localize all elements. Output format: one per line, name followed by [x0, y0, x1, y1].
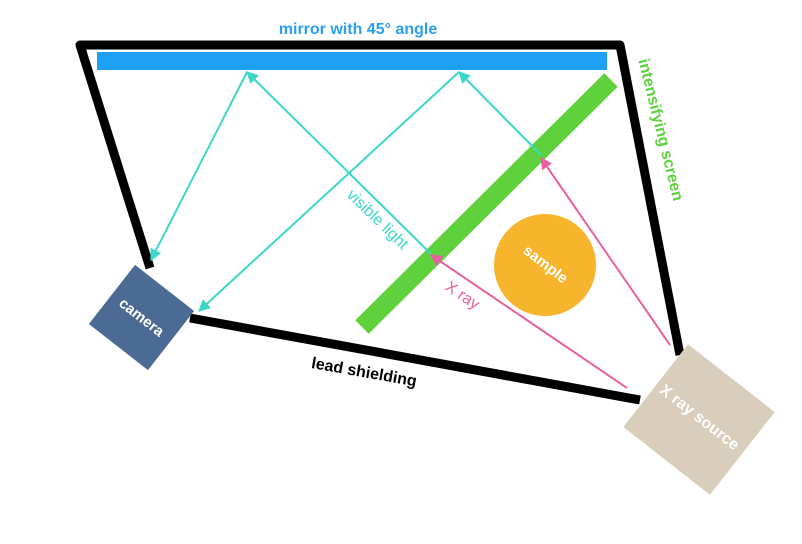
- x-ray-beam-upper: [540, 157, 671, 346]
- mirror-label: mirror with 45° angle: [279, 21, 438, 38]
- visible-light-ray-2-up: [458, 71, 542, 156]
- lead-shielding-bottom-wall: [189, 313, 641, 405]
- sample-circle: [494, 214, 596, 316]
- intensifying-screen-bar: [355, 73, 618, 334]
- visible-light-ray-2-down: [198, 71, 460, 312]
- visible-light-ray-1-up: [246, 71, 432, 255]
- x-ray-source-box: [623, 344, 775, 495]
- mirror-bar: [97, 52, 607, 70]
- visible-light-label: visible light: [343, 186, 412, 253]
- lead-shielding-top-wall: [75, 40, 685, 356]
- x-ray-label: X ray: [442, 278, 482, 313]
- x-ray-beam-lower: [430, 254, 628, 389]
- camera-box: [88, 264, 195, 371]
- lead-shielding-enclosure: [75, 40, 685, 405]
- x-ray-beams: [430, 157, 671, 389]
- visible-light-ray-1-down: [150, 71, 248, 262]
- visible-light-rays: [150, 71, 542, 312]
